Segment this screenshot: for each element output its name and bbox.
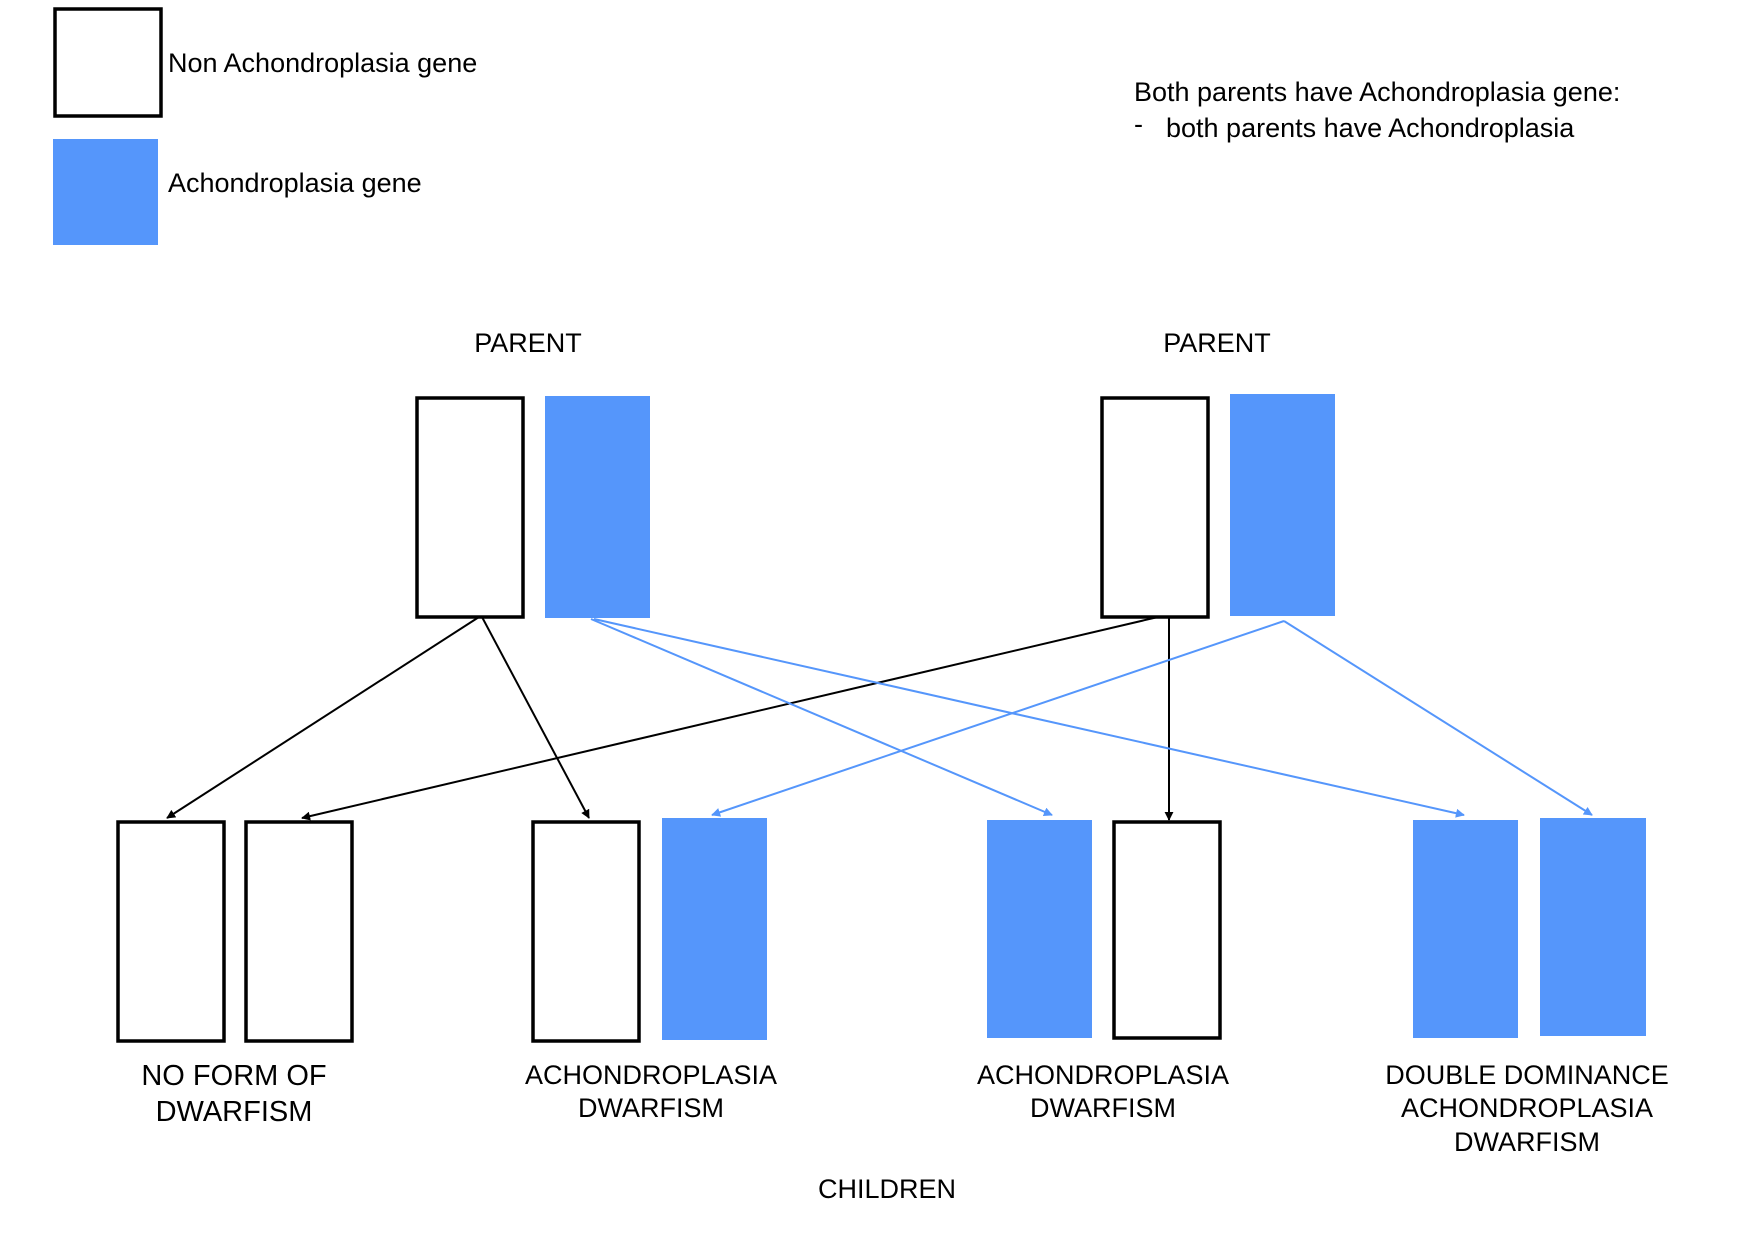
arrow-p1-gene-to-child-4 bbox=[593, 618, 1465, 818]
legend-non-gene-label: Non Achondroplasia gene bbox=[168, 48, 477, 78]
note-bullet: - bbox=[1134, 109, 1143, 139]
note-line-2: both parents have Achondroplasia bbox=[1166, 113, 1575, 143]
legend-gene-swatch bbox=[53, 139, 158, 245]
child-3-outcome-line-2: DWARFISM bbox=[1030, 1093, 1176, 1123]
child-1-gene-1 bbox=[116, 820, 226, 1043]
arrow-p1-non-to-child-2 bbox=[481, 616, 590, 819]
parent-1-label: PARENT bbox=[474, 328, 582, 358]
parent-2-label: PARENT bbox=[1163, 328, 1271, 358]
legend-gene-label: Achondroplasia gene bbox=[168, 168, 422, 198]
child-4-outcome-line-3: DWARFISM bbox=[1454, 1127, 1600, 1157]
child-2-gene-1 bbox=[531, 820, 641, 1043]
parent-2-non-gene bbox=[1100, 396, 1210, 619]
child-2-outcome-line-2: DWARFISM bbox=[578, 1093, 724, 1123]
arrow-p1-gene-to-child-3 bbox=[590, 618, 1053, 816]
child-4-gene-2 bbox=[1540, 818, 1646, 1036]
child-2-outcome-line-1: ACHONDROPLASIA bbox=[525, 1060, 777, 1090]
parent-2-achondroplasia-gene bbox=[1230, 394, 1335, 616]
child-3-outcome-line-1: ACHONDROPLASIA bbox=[977, 1060, 1229, 1090]
arrow-p2-gene-to-child-2 bbox=[711, 620, 1285, 817]
child-4-gene-1 bbox=[1413, 820, 1518, 1038]
child-1-gene-2 bbox=[244, 820, 354, 1043]
child-1-outcome-line-1: NO FORM OF bbox=[141, 1060, 326, 1092]
child-4-outcome-line-1: DOUBLE DOMINANCE bbox=[1385, 1060, 1669, 1090]
note-line-1: Both parents have Achondroplasia gene: bbox=[1134, 77, 1620, 107]
parent-1-achondroplasia-gene bbox=[545, 396, 650, 618]
arrow-p2-gene-to-child-4 bbox=[1283, 620, 1593, 816]
child-1-outcome-line-2: DWARFISM bbox=[156, 1096, 313, 1128]
child-2-gene-2 bbox=[662, 818, 767, 1040]
arrow-p2-non-to-child-1 bbox=[301, 616, 1159, 821]
child-4-outcome-line-2: ACHONDROPLASIA bbox=[1401, 1093, 1653, 1123]
parent-1-non-gene bbox=[415, 396, 525, 619]
child-3-gene-2 bbox=[1112, 820, 1222, 1040]
child-3-gene-1 bbox=[987, 820, 1092, 1038]
arrow-p1-non-to-child-1 bbox=[166, 616, 480, 819]
legend-non-gene-swatch bbox=[53, 7, 163, 118]
children-label: CHILDREN bbox=[818, 1174, 956, 1204]
